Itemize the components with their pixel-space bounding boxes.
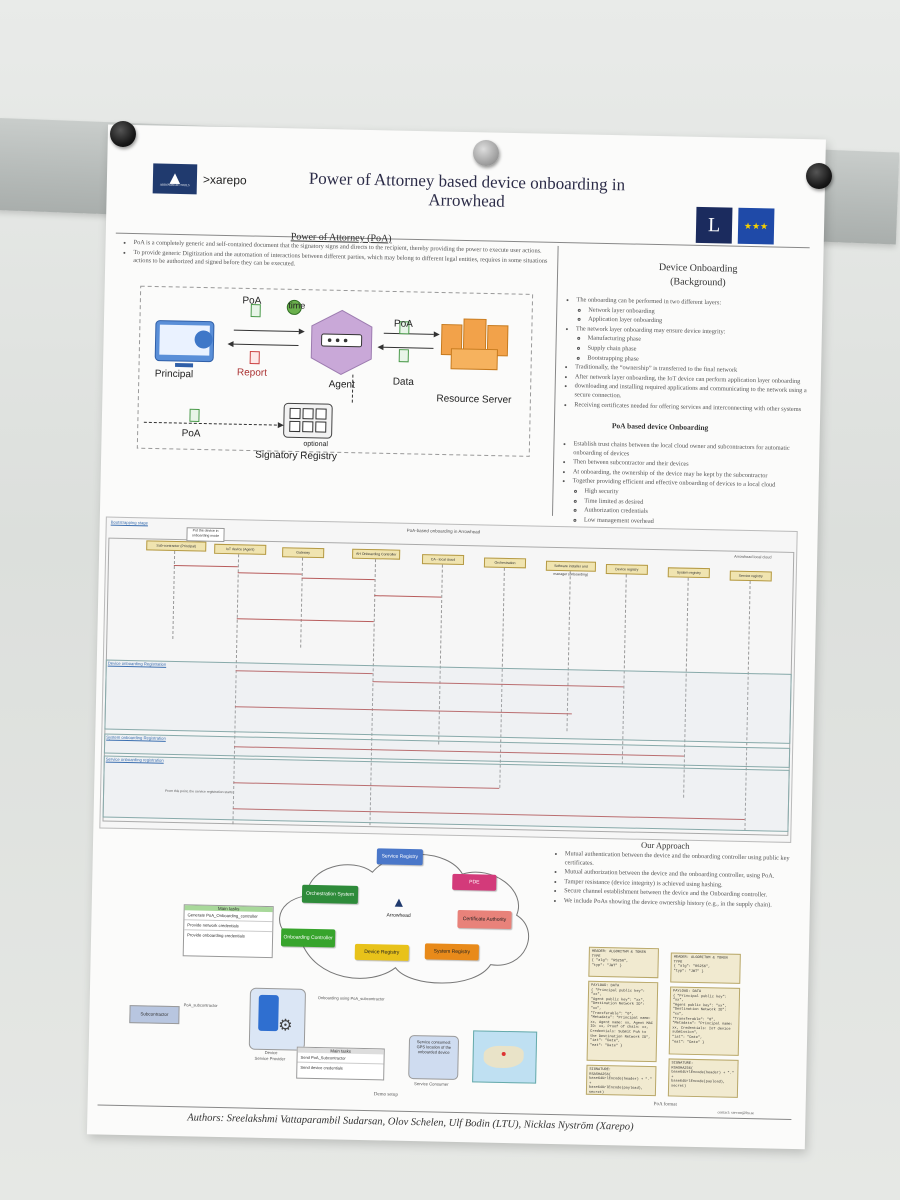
json-signature-card: SIGNATURE:RSASHA256(base64UrlEncode(head… xyxy=(667,1058,739,1098)
poster-title: Power of Attorney based device onboardin… xyxy=(308,168,626,211)
map-pin-icon xyxy=(501,1051,506,1057)
onboarding-bullets: The onboarding can be performed in two d… xyxy=(564,296,812,415)
poa-onboarding-heading: PoA based device Onboarding xyxy=(611,421,709,433)
ltu-logo: L xyxy=(695,206,733,244)
subcontractor-box: Subcontractor xyxy=(129,1005,180,1025)
device-label: Device xyxy=(264,1049,278,1056)
participant-header: Device registry xyxy=(605,564,648,575)
magnet-middle xyxy=(473,140,499,166)
magnet-right xyxy=(806,163,832,189)
clock-icon xyxy=(286,299,302,315)
arrowhead-icon: ▲ xyxy=(391,893,406,910)
onboarding-controller-box: Onboarding Controller xyxy=(280,928,336,948)
poa-flow-label-2: PoA xyxy=(393,318,413,330)
onboarding-heading: Device Onboarding xyxy=(658,262,738,275)
json-header-card: HEADER: ALGORITHM & TOKEN TYPE{ "alg": "… xyxy=(670,952,741,984)
pde-box: PDE xyxy=(452,873,497,891)
time-label: time xyxy=(288,300,306,311)
poster: ▲ ARROWHEAD TOOLS >xarepo Power of Attor… xyxy=(86,124,826,1150)
task-row: Send device credentials xyxy=(300,1064,343,1071)
principal-label: Principal xyxy=(154,368,194,381)
service-consumer-label: Service Consumer xyxy=(414,1081,449,1087)
resource-server-label: Resource Server xyxy=(436,393,512,406)
bootstrapping-stage-label: Bootstrapping stage xyxy=(110,519,149,526)
agent-label: Agent xyxy=(328,379,355,391)
approach-bullets: Mutual authentication between the device… xyxy=(554,850,801,912)
signatory-registry-label: Signatory Registry xyxy=(255,449,337,463)
poa-bullets: PoA is a completely generic and self-con… xyxy=(123,239,553,276)
arrowhead-logo-text: ARROWHEAD TOOLS xyxy=(159,182,190,188)
json-signature-card: SIGNATURE:RSASHA256(base64UrlEncode(head… xyxy=(585,1064,657,1097)
json-header-card: HEADER: ALGORITHM & TOKEN TYPE{ "alg": "… xyxy=(588,946,659,979)
xarepo-logo-text: xarepo xyxy=(209,172,247,188)
sequence-diagram: Bootstrapping stage PoA-based onboarding… xyxy=(99,516,798,843)
report-label: Report xyxy=(236,367,268,379)
demo-setup-caption: Demo setup xyxy=(373,1092,398,1098)
device-onboarding-band xyxy=(104,659,792,744)
document-icon xyxy=(399,321,410,335)
orchestration-box: Orchestration System xyxy=(301,884,359,904)
phone-icon xyxy=(258,994,279,1032)
service-consumer-box: Service consumed: GPS location of the on… xyxy=(408,1034,460,1081)
authors-line: Authors: Sreelakshmi Vattaparambil Sudar… xyxy=(187,1112,634,1133)
service-provider-label: Service Provider xyxy=(254,1055,286,1062)
document-icon xyxy=(250,304,261,318)
poa-format-caption: PoA format xyxy=(653,1102,677,1108)
note-top: Put the device in onboarding mode xyxy=(186,527,225,543)
approach-heading: Our Approach xyxy=(641,839,690,851)
arrowhead-logo: ▲ ARROWHEAD TOOLS xyxy=(152,163,198,195)
participant-header: IoT device (Agent) xyxy=(214,543,267,555)
participant-header: CA - local cloud xyxy=(421,554,465,566)
system-registry-box: System Registry xyxy=(424,943,479,961)
device-box: ⚙ xyxy=(248,987,307,1051)
sequence-title: PoA-based onboarding in Arrowhead xyxy=(406,527,481,535)
json-payload-card: PAYLOAD: DATA{ "Principal public key": "… xyxy=(668,986,741,1056)
participant-header: Gateway xyxy=(282,547,325,559)
poa-flow-label: PoA xyxy=(242,295,262,307)
poa-subcontractor-label: PoA_subcontractor xyxy=(183,1002,218,1008)
task-row: Provide onboarding credentials xyxy=(187,932,245,939)
xarepo-logo: >xarepo xyxy=(203,172,247,187)
certificate-authority-box: Certificate Authority xyxy=(457,909,512,930)
optional-label: optional xyxy=(303,440,329,449)
participant-header: AH Onboarding Controller xyxy=(352,548,401,560)
main-tasks-table-1: Main tasks Generate PoA_Onboarding_contr… xyxy=(182,904,274,959)
participant-header: Sub-contractor (Principal) xyxy=(146,540,207,552)
poa-flow-label-3: PoA xyxy=(181,428,201,440)
eu-flag-icon: ★★★ xyxy=(737,207,775,245)
device-registry-box: Device Registry xyxy=(354,943,409,961)
map-thumbnail xyxy=(472,1030,538,1084)
service-registry-box: Service Registry xyxy=(376,848,423,866)
participant-header: Service registry xyxy=(729,570,772,582)
participant-header: System registry xyxy=(667,567,710,579)
gear-icon: ⚙ xyxy=(278,1017,293,1035)
map-landmass xyxy=(483,1045,524,1069)
onboarding-using-label: Onboarding using PoA_subcontractor xyxy=(317,995,385,1002)
column-divider xyxy=(551,245,559,516)
poa-diagram xyxy=(136,285,534,457)
arrowhead-label: Arrowhead xyxy=(386,912,411,919)
poa-onboarding-bullets: Establish trust chains between the local… xyxy=(562,440,810,530)
json-payload-card: PAYLOAD: DATA{ "Principal public key": "… xyxy=(586,980,659,1063)
participant-header: Orchestration xyxy=(483,557,527,569)
contact-text: contact: srevnn@ltu.se xyxy=(717,1109,755,1116)
participant-header: Software installer and manager (onboardi… xyxy=(545,560,597,577)
magnet-left xyxy=(110,121,136,147)
data-flow-label: Data xyxy=(392,376,414,388)
main-tasks-table-2: Main tasks Send PoA_Subcontractor Send d… xyxy=(296,1046,385,1081)
document-icon xyxy=(189,408,200,422)
report-icon xyxy=(249,351,260,365)
onboarding-subheading: (Background) xyxy=(670,276,726,289)
document-icon xyxy=(398,349,409,363)
